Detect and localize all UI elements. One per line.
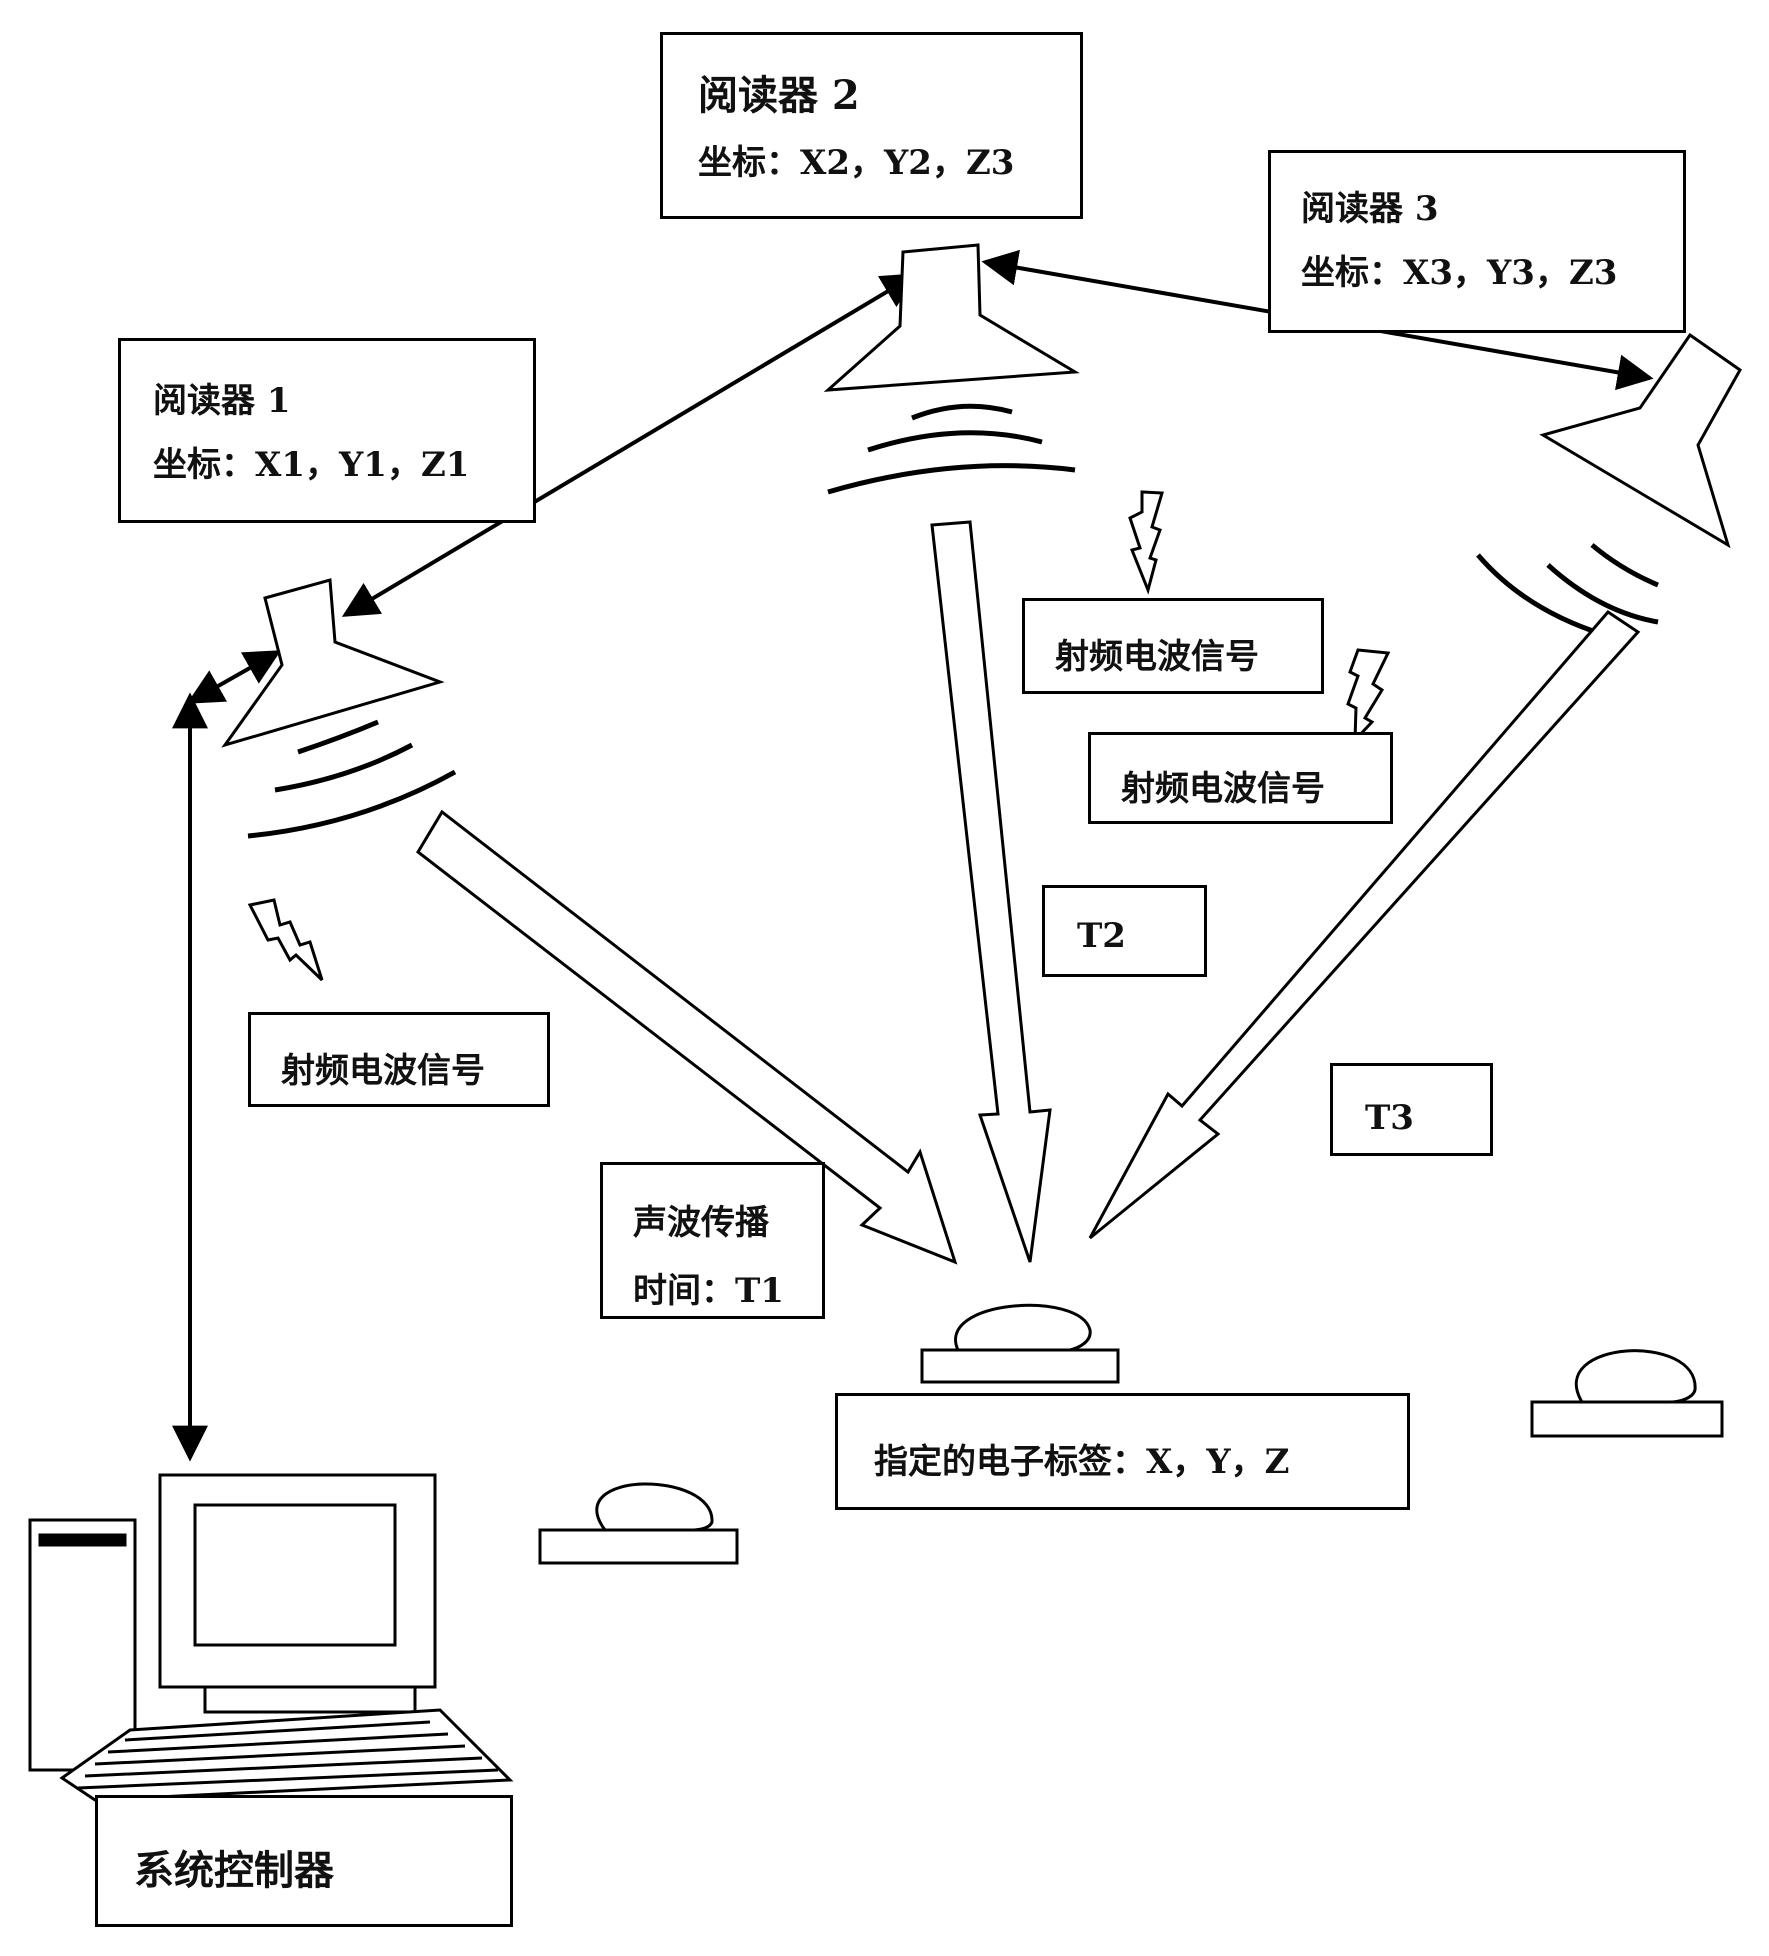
- reader3-title: 阅读器 3: [1301, 181, 1439, 230]
- designated-tag-label: 指定的电子标签：X，Y，Z: [835, 1393, 1410, 1510]
- rf-signal-label: 射频电波信号: [1022, 598, 1324, 694]
- reader2-box: 阅读器 2 坐标：X2，Y2，Z3: [660, 32, 1083, 219]
- reader2-title: 阅读器 2: [698, 63, 860, 121]
- reader3-box: 阅读器 3 坐标：X3，Y3，Z3: [1268, 150, 1686, 333]
- tower-case: [30, 1520, 135, 1770]
- system-controller-label: 系统控制器: [95, 1795, 513, 1927]
- lightning-icon: [250, 900, 322, 980]
- rf-signal-label: 射频电波信号: [248, 1012, 550, 1107]
- reader1-title: 阅读器 1: [153, 373, 291, 422]
- electronic-tag-designated: [922, 1305, 1118, 1382]
- monitor-screen: [195, 1505, 395, 1645]
- lightning-icon: [1130, 492, 1162, 590]
- computer-icon: [30, 1475, 510, 1800]
- electronic-tag: [1532, 1351, 1722, 1436]
- reader2-device: [828, 245, 1075, 492]
- reader1-coords: 坐标：X1，Y1，Z1: [153, 437, 469, 486]
- sound-propagation-title: 声波传播: [633, 1195, 769, 1244]
- sound-propagation-time: 时间：T1: [633, 1263, 784, 1312]
- electronic-tag: [540, 1484, 737, 1563]
- t3-label: T3: [1330, 1063, 1493, 1156]
- reader1-device: [225, 580, 455, 836]
- reader2-coords: 坐标：X2，Y2，Z3: [698, 135, 1014, 184]
- reader3-coords: 坐标：X3，Y3，Z3: [1301, 245, 1617, 294]
- monitor-stand: [205, 1687, 415, 1712]
- t2-label: T2: [1042, 885, 1207, 977]
- lightning-icon: [1348, 650, 1388, 740]
- reader3-device: [1478, 335, 1740, 635]
- sound-propagation-label: 声波传播 时间：T1: [600, 1162, 825, 1319]
- reader1-box: 阅读器 1 坐标：X1，Y1，Z1: [118, 338, 536, 523]
- rf-signal-label: 射频电波信号: [1088, 732, 1393, 824]
